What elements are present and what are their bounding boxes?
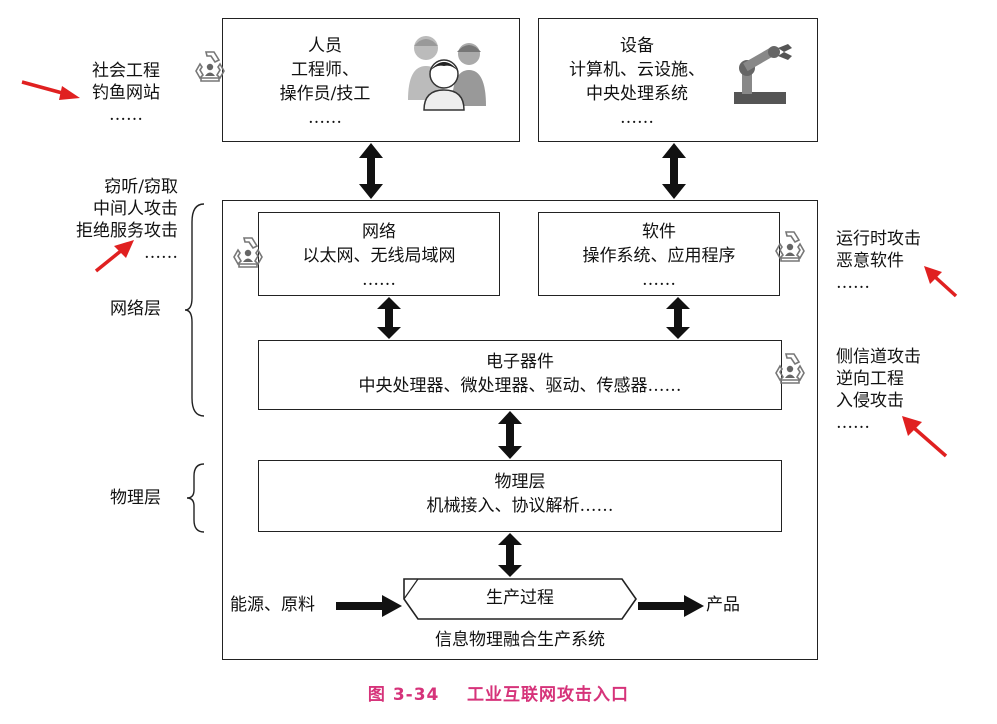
software-box bbox=[538, 212, 780, 296]
arrow-software-electronics bbox=[666, 297, 690, 339]
equipment-title: 设备 bbox=[620, 36, 654, 56]
network-attacks: 窃听/窃取 中间人攻击 拒绝服务攻击 …… bbox=[76, 177, 178, 263]
network-text: 网络 以太网、无线局域网 …… bbox=[302, 222, 456, 290]
process-input-label: 能源、原料 bbox=[230, 595, 315, 615]
process-label: 生产过程 bbox=[486, 588, 554, 608]
figure-caption: 图 3-34 工业互联网攻击入口 bbox=[367, 685, 630, 705]
software-text: 软件 操作系统、应用程序 …… bbox=[582, 222, 736, 290]
electronics-box bbox=[258, 340, 782, 410]
people-text: 人员 工程师、 操作员/技工 …… bbox=[250, 34, 400, 130]
network-box bbox=[258, 212, 500, 296]
physical-layer-brace bbox=[186, 463, 205, 533]
electronics-text: 电子器件 中央处理器、微处理器、驱动、传感器…… bbox=[358, 352, 682, 396]
social-attacks: 社会工程 钓鱼网站 …… bbox=[92, 61, 160, 125]
red-arrow-runtime bbox=[924, 266, 958, 298]
attack-hazard-icon bbox=[775, 231, 805, 262]
equipment-box bbox=[538, 18, 818, 142]
red-arrow-social bbox=[21, 80, 80, 100]
physical-text: 物理层 机械接入、协议解析…… bbox=[426, 472, 614, 516]
runtime-attacks: 运行时攻击 恶意软件 …… bbox=[836, 229, 921, 293]
attack-hazard-icon bbox=[775, 353, 805, 384]
process-output-label: 产品 bbox=[706, 595, 740, 615]
attack-hazard-icon bbox=[233, 237, 263, 268]
input-arrow bbox=[336, 595, 402, 617]
equipment-text: 设备 计算机、云设施、 中央处理系统 …… bbox=[552, 34, 722, 130]
red-arrow-network bbox=[94, 240, 134, 273]
workers-icon bbox=[408, 36, 486, 111]
red-arrow-sidechannel bbox=[902, 416, 948, 458]
network-layer-label: 网络层 bbox=[110, 299, 161, 319]
system-label: 信息物理融合生产系统 bbox=[435, 630, 605, 650]
arrow-equipment-software bbox=[662, 143, 686, 199]
physical-box bbox=[258, 460, 782, 532]
network-layer-brace bbox=[184, 203, 205, 417]
sidechannel-attacks: 侧信道攻击 逆向工程 入侵攻击 …… bbox=[836, 347, 921, 433]
robot-arm-icon bbox=[734, 44, 792, 104]
attack-hazard-icon bbox=[195, 51, 225, 82]
people-title: 人员 bbox=[308, 36, 342, 56]
arrow-electronics-physical bbox=[498, 411, 522, 459]
arrow-physical-process bbox=[498, 533, 522, 577]
physical-layer-label: 物理层 bbox=[110, 488, 161, 508]
process-shape bbox=[403, 578, 637, 620]
arrow-network-electronics bbox=[377, 297, 401, 339]
arrow-people-network bbox=[359, 143, 383, 199]
output-arrow bbox=[638, 595, 704, 617]
